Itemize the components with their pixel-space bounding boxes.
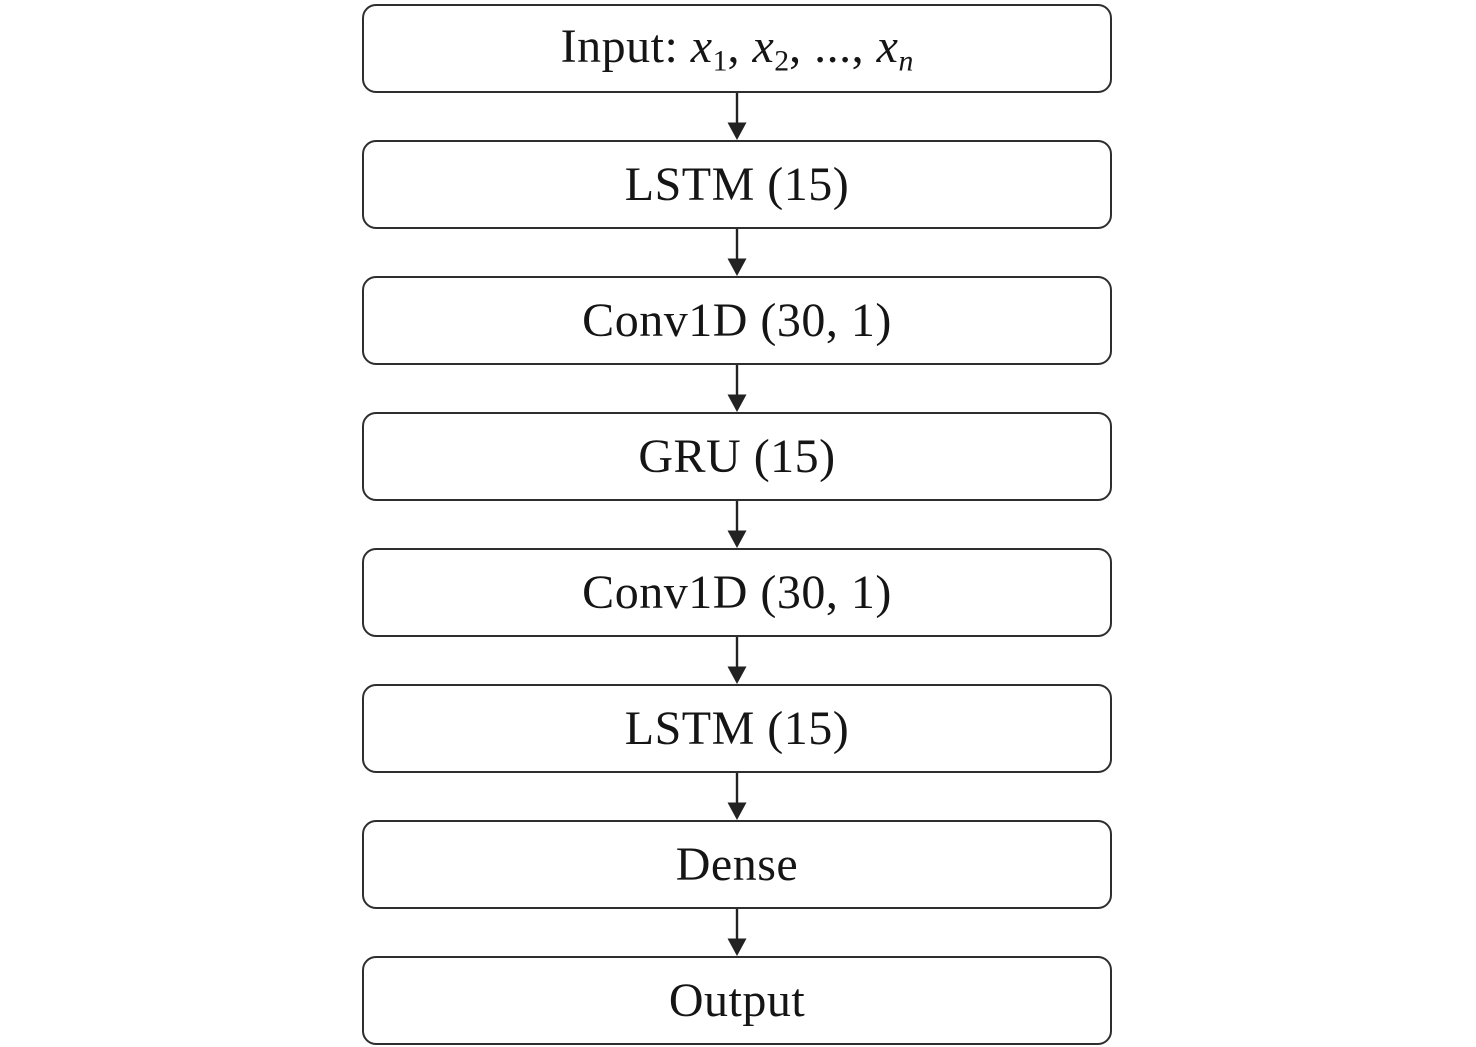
node-lstm-1: LSTM (15) xyxy=(362,140,1112,229)
node-lstm-2-label: LSTM (15) xyxy=(624,702,850,755)
node-input-label: Input: x1, x2, ..., xn xyxy=(561,19,914,78)
node-conv1d-2-label: Conv1D (30, 1) xyxy=(582,566,892,619)
node-gru-label: GRU (15) xyxy=(638,430,836,483)
input-separator1: , xyxy=(727,19,753,73)
input-var2-subscript: 2 xyxy=(774,44,790,78)
arrow-down-icon xyxy=(727,229,747,276)
edge-arrow-7 xyxy=(362,909,1112,956)
edge-arrow-2 xyxy=(362,229,1112,276)
edge-arrow-5 xyxy=(362,637,1112,684)
node-gru: GRU (15) xyxy=(362,412,1112,501)
edge-arrow-1 xyxy=(362,93,1112,140)
arrow-down-icon xyxy=(727,365,747,412)
input-var3-subscript: n xyxy=(898,44,914,78)
input-var1-subscript: 1 xyxy=(712,44,728,78)
node-conv1d-1-label: Conv1D (30, 1) xyxy=(582,294,892,347)
node-input: Input: x1, x2, ..., xn xyxy=(362,4,1112,93)
arrow-down-icon xyxy=(727,773,747,820)
node-output-label: Output xyxy=(668,974,806,1027)
node-lstm-2: LSTM (15) xyxy=(362,684,1112,773)
edge-arrow-3 xyxy=(362,365,1112,412)
input-var3: x xyxy=(876,19,899,73)
input-var1: x xyxy=(690,19,713,73)
input-var2: x xyxy=(752,19,775,73)
node-conv1d-1: Conv1D (30, 1) xyxy=(362,276,1112,365)
input-separator2: , ..., xyxy=(789,19,877,73)
edge-arrow-4 xyxy=(362,501,1112,548)
node-dense: Dense xyxy=(362,820,1112,909)
edge-arrow-6 xyxy=(362,773,1112,820)
node-lstm-1-label: LSTM (15) xyxy=(624,158,850,211)
node-conv1d-2: Conv1D (30, 1) xyxy=(362,548,1112,637)
arrow-down-icon xyxy=(727,637,747,684)
node-dense-label: Dense xyxy=(675,838,799,891)
arrow-down-icon xyxy=(727,501,747,548)
input-prefix: Input: xyxy=(560,19,691,73)
arrow-down-icon xyxy=(727,909,747,956)
node-output: Output xyxy=(362,956,1112,1045)
layer-stack: Input: x1, x2, ..., xn LSTM (15) Conv1D … xyxy=(362,4,1112,1045)
arrow-down-icon xyxy=(727,93,747,140)
